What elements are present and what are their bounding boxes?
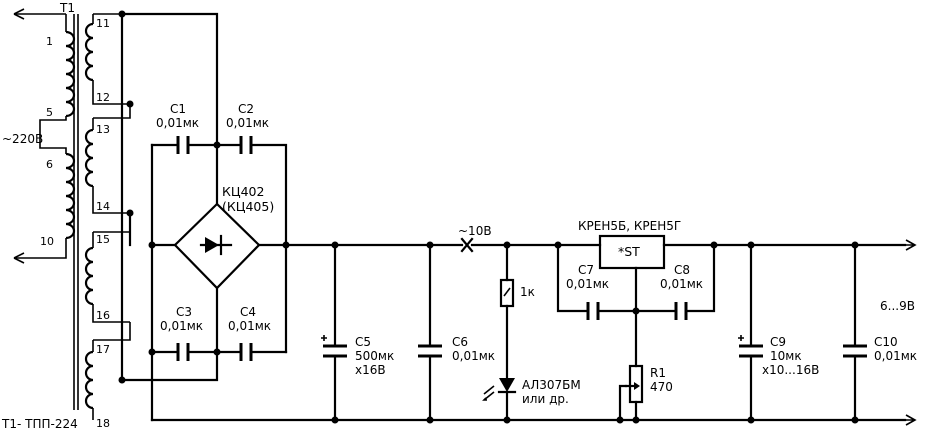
output-terminals	[905, 239, 917, 426]
c10-value: 0,01мк	[874, 349, 917, 363]
c6-name: C6	[452, 335, 468, 349]
pin-13: 13	[96, 123, 110, 136]
transformer-label: T1	[59, 1, 75, 15]
c10-name: C10	[874, 335, 898, 349]
c8-name: C8	[674, 263, 690, 277]
c5-voltage: x16В	[355, 363, 386, 377]
rail-marker	[460, 237, 474, 253]
regulator-title: КРЕН5Б, КРЕН5Г	[578, 219, 681, 233]
pin-17: 17	[96, 343, 110, 356]
r1-name: R1	[650, 366, 666, 380]
potentiometer-r1	[624, 364, 644, 404]
pin-10: 10	[40, 235, 54, 248]
capacitor-c1	[176, 136, 190, 154]
c9-name: C9	[770, 335, 786, 349]
resistor-1k	[499, 278, 515, 308]
led-name: АЛ307БМ	[522, 378, 581, 392]
c2-value: 0,01мк	[226, 116, 269, 130]
rail-voltage: ~10В	[458, 224, 492, 238]
bridge-alt: (КЦ405)	[222, 199, 274, 214]
c1-name: C1	[170, 102, 186, 116]
capacitor-c10	[843, 344, 867, 358]
pin-1: 1	[46, 35, 53, 48]
c4-name: C4	[240, 305, 256, 319]
c2-name: C2	[238, 102, 254, 116]
capacitor-c9	[738, 335, 763, 358]
output-voltage: 6...9В	[880, 299, 915, 313]
r1-value: 470	[650, 380, 673, 394]
capacitor-c2	[239, 136, 253, 154]
transformer-secondary	[84, 13, 131, 420]
led	[482, 378, 517, 401]
transformer-type-note: T1- ТПП-224	[1, 417, 78, 431]
capacitor-c5	[321, 335, 347, 358]
pin-14: 14	[96, 200, 110, 213]
resistor-value: 1к	[520, 285, 535, 299]
transformer-primary	[13, 8, 79, 410]
c5-value: 500мк	[355, 349, 394, 363]
voltage-regulator: *ST	[598, 234, 666, 270]
pin-12: 12	[96, 91, 110, 104]
c3-value: 0,01мк	[160, 319, 203, 333]
junctions	[118, 10, 859, 424]
c9-value: 10мк	[770, 349, 802, 363]
c6-value: 0,01мк	[452, 349, 495, 363]
pin-11: 11	[96, 17, 110, 30]
capacitor-c8	[674, 302, 688, 320]
bridge-name: КЦ402	[222, 184, 264, 199]
c3-name: C3	[176, 305, 192, 319]
pin-16: 16	[96, 309, 110, 322]
capacitor-c7	[586, 302, 600, 320]
c9-voltage: x10...16В	[762, 363, 819, 377]
c4-value: 0,01мк	[228, 319, 271, 333]
c7-name: C7	[578, 263, 594, 277]
c8-value: 0,01мк	[660, 277, 703, 291]
c7-value: 0,01мк	[566, 277, 609, 291]
c1-value: 0,01мк	[156, 116, 199, 130]
pin-15: 15	[96, 233, 110, 246]
bridge-rectifier	[173, 202, 261, 290]
led-alt: или др.	[522, 392, 569, 406]
capacitor-c6	[418, 344, 442, 358]
regulator-marking: *ST	[618, 244, 640, 259]
c5-name: C5	[355, 335, 371, 349]
pin-5: 5	[46, 106, 53, 119]
pin-6: 6	[46, 158, 53, 171]
mains-label: ~220В	[2, 132, 43, 146]
pin-18: 18	[96, 417, 110, 430]
capacitor-c4	[239, 343, 253, 361]
capacitor-c3	[176, 343, 190, 361]
